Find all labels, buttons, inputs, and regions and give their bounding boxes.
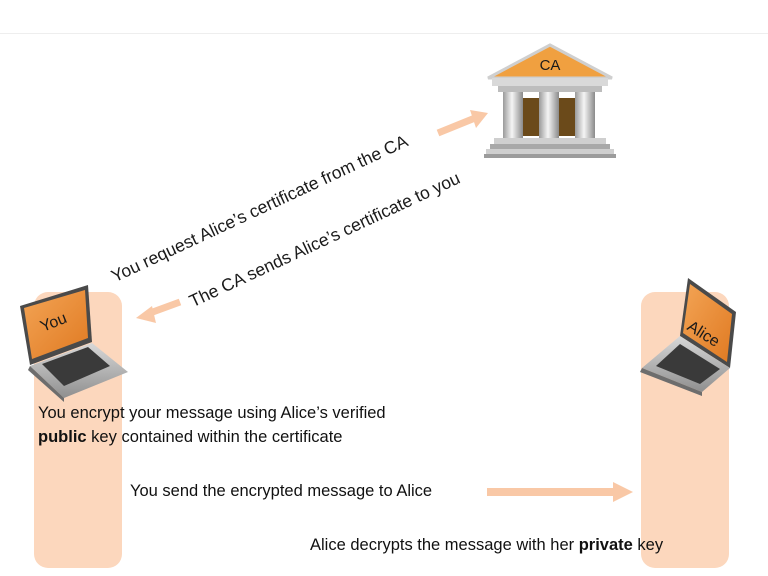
decrypt-prefix: Alice decrypts the message with her <box>310 536 579 554</box>
decrypt-suffix: key <box>632 536 664 554</box>
laptop-icon <box>20 285 128 402</box>
request-arrow <box>436 110 488 137</box>
top-divider <box>0 33 768 34</box>
laptop-icon <box>640 278 736 396</box>
bank-icon <box>484 43 616 158</box>
public-keyword: public <box>38 428 87 446</box>
send-arrow <box>487 482 633 502</box>
response-arrow <box>136 298 182 323</box>
send-message-text: You send the encrypted message to Alice <box>130 482 433 500</box>
encrypt-text-line1: You encrypt your message using Alice’s v… <box>38 404 386 422</box>
ca-label: CA <box>539 57 561 74</box>
private-keyword: private <box>578 536 633 554</box>
encrypt-text-line2-rest: key contained within the certificate <box>86 428 343 446</box>
encrypt-text-line2: public key contained within the certific… <box>38 428 342 447</box>
decrypt-text: Alice decrypts the message with her priv… <box>310 536 663 555</box>
